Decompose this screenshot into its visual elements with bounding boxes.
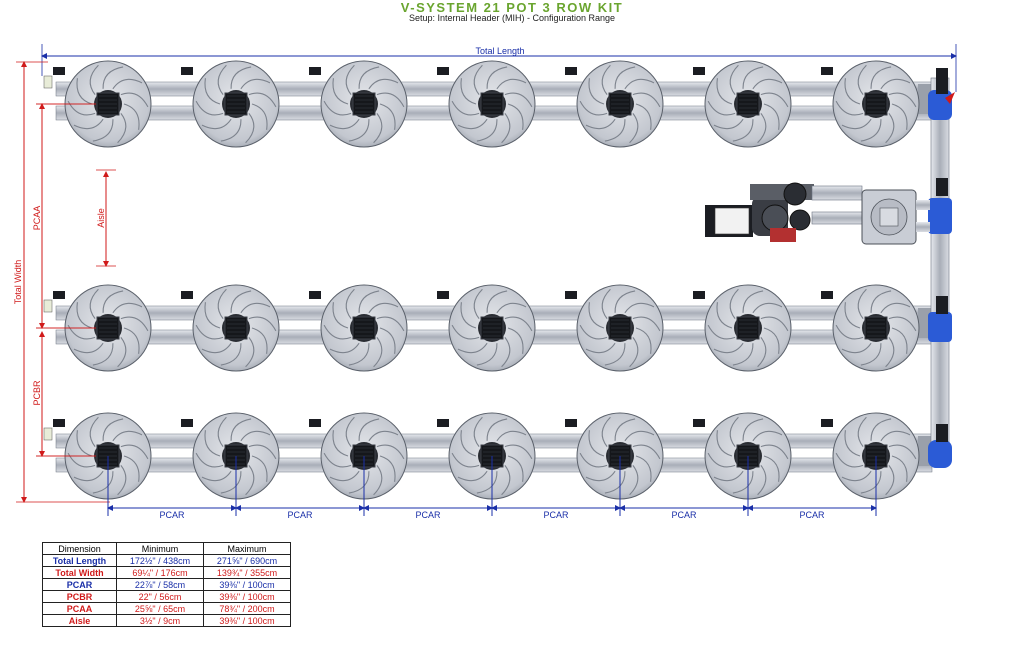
pot [181,412,280,500]
pipe-end-cap [43,75,53,89]
total-length-label: Total Length [475,46,524,56]
pcar-label: PCAR [543,510,569,520]
dimension-min: 25⅝" / 65cm [116,602,204,615]
pcar-label: PCAR [799,510,825,520]
total-width-label: Total Width [13,260,23,305]
table-row: PCAR 22⅞" / 58cm 39⅜" / 100cm [42,578,291,591]
page-subtitle: Setup: Internal Header (MIH) - Configura… [408,13,616,23]
pot [821,284,920,372]
pot [53,60,152,148]
pot [693,60,792,148]
dimension-max: 39⅜" / 100cm [203,614,291,627]
table-row: Aisle 3½" / 9cm 39⅜" / 100cm [42,614,291,627]
pot [309,412,408,500]
dimension-max: 39⅜" / 100cm [203,578,291,591]
system-diagram: Total Length Total Width PCAA PCBR Aisle… [13,44,957,520]
pcar-label: PCAR [671,510,697,520]
table-row: PCBR 22" / 56cm 39⅜" / 100cm [42,590,291,603]
pcar-dimensions: PCAR PCAR PCAR PCAR PCAR PCAR [36,103,877,520]
dimension-min: 69¼" / 176cm [116,566,204,579]
pot [693,284,792,372]
pcaa-label: PCAA [32,206,42,231]
header-elbow-top [928,90,952,120]
header-tee-mid [928,312,952,342]
table-header: Dimension [42,542,117,555]
pipe-end-cap [43,427,53,441]
pcar-label: PCAR [287,510,313,520]
dimension-max: 78¾" / 200cm [203,602,291,615]
dimension-max: 39⅜" / 100cm [203,590,291,603]
pot [693,412,792,500]
pots-layer [53,60,920,500]
dimension-name: PCAR [42,578,117,591]
table-row: Total Length 172½" / 438cm 271⅝" / 690cm [42,554,291,567]
pcbr-label: PCBR [32,380,42,406]
page-title: V-SYSTEM 21 POT 3 ROW KIT [400,0,624,15]
pcar-label: PCAR [415,510,441,520]
pot [565,412,664,500]
dimension-min: 3½" / 9cm [116,614,204,627]
header-pipe [930,77,950,459]
pot [181,284,280,372]
dimension-name: PCBR [42,590,117,603]
header-tee-bottom [928,440,952,468]
table-header: Minimum [116,542,204,555]
pot [437,284,536,372]
dimension-min: 172½" / 438cm [116,554,204,567]
pot [565,60,664,148]
dimension-min: 22" / 56cm [116,590,204,603]
pipe-end-cap [43,299,53,313]
pot [181,60,280,148]
dimension-name: Total Width [42,566,117,579]
table-row: PCAA 25⅝" / 65cm 78¾" / 200cm [42,602,291,615]
dimension-max: 271⅝" / 690cm [203,554,291,567]
pot [821,60,920,148]
pot [565,284,664,372]
pcar-label: PCAR [159,510,185,520]
header-tee-upper [928,198,952,234]
pot [437,412,536,500]
pump-assembly [705,182,930,245]
dimension-name: PCAA [42,602,117,615]
pot [437,60,536,148]
pot [53,284,152,372]
dimension-max: 139¾" / 355cm [203,566,291,579]
pot [309,284,408,372]
pot [309,60,408,148]
pot [821,412,920,500]
dimension-min: 22⅞" / 58cm [116,578,204,591]
dimension-table: Dimension Minimum Maximum Total Length 1… [42,542,291,627]
dimension-name: Total Length [42,554,117,567]
aisle-label: Aisle [96,208,106,228]
table-row: Total Width 69¼" / 176cm 139¾" / 355cm [42,566,291,579]
dimension-name: Aisle [42,614,117,627]
table-header: Maximum [203,542,291,555]
